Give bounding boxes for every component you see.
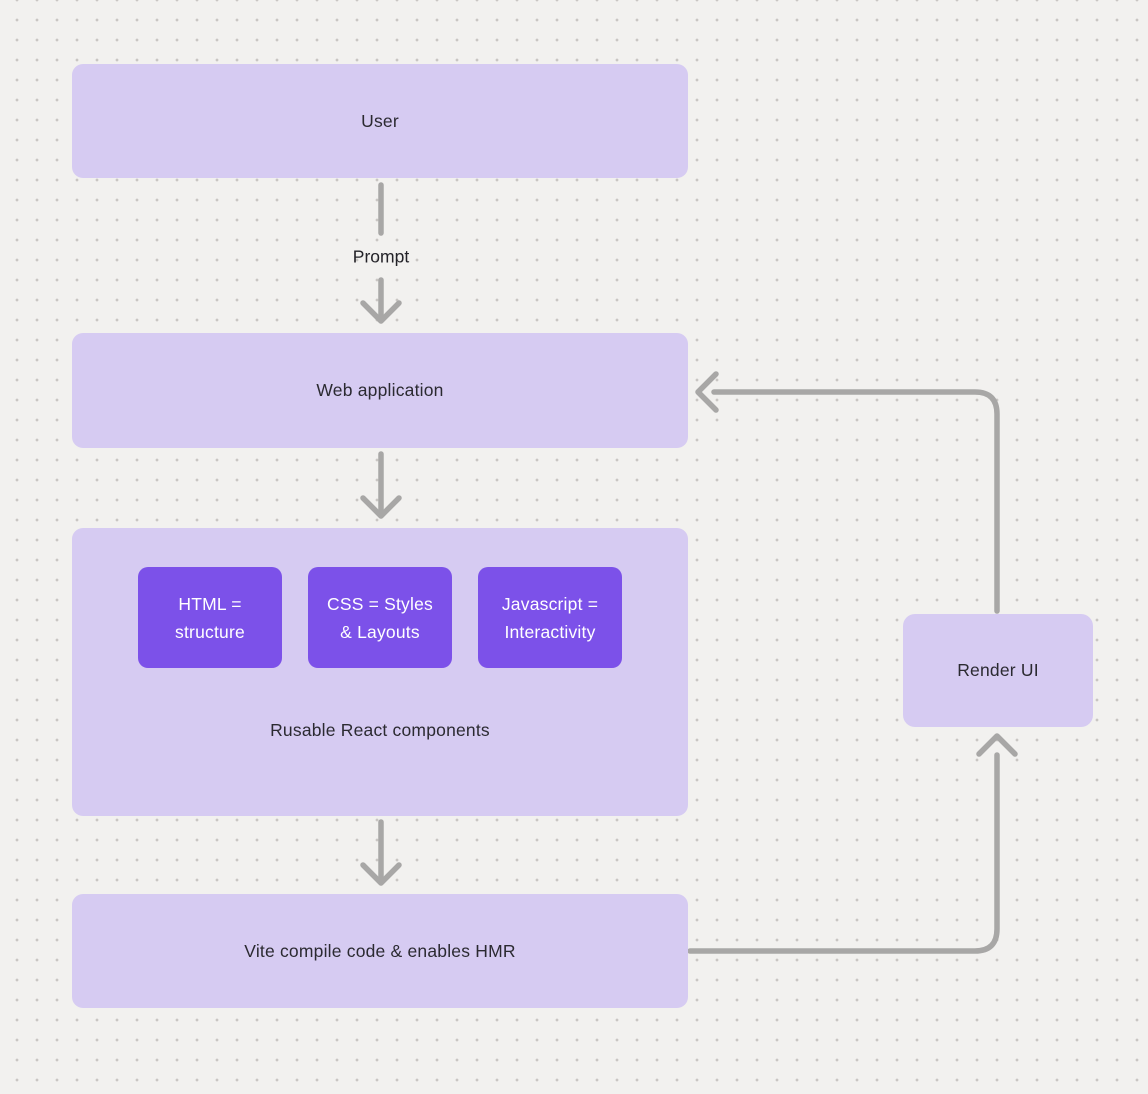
css-styles-node[interactable]: CSS = Styles & Layouts	[308, 567, 452, 668]
reusable-react-components-caption: Rusable React components	[270, 720, 490, 740]
arrow-renderui-to-webapp	[695, 371, 1000, 614]
render-ui-node-label: Render UI	[957, 660, 1039, 680]
arrow-vite-to-renderui	[687, 733, 1018, 954]
arrow-components-to-vite	[360, 819, 402, 886]
user-node[interactable]: User	[72, 64, 688, 178]
web-application-node[interactable]: Web application	[72, 333, 688, 448]
render-ui-node[interactable]: Render UI	[903, 614, 1093, 727]
prompt-edge-label: Prompt	[352, 246, 410, 267]
web-application-node-label: Web application	[316, 380, 444, 400]
user-node-label: User	[361, 110, 399, 131]
js-node-line2: Interactivity	[504, 621, 596, 642]
arrow-webapp-to-components	[360, 451, 402, 519]
html-node-line1: HTML =	[178, 593, 242, 614]
javascript-interactivity-node[interactable]: Javascript = Interactivity	[478, 567, 622, 668]
arrow-user-to-webapp	[360, 182, 402, 324]
html-structure-node[interactable]: HTML = structure	[138, 567, 282, 668]
vite-hmr-node[interactable]: Vite compile code & enables HMR	[72, 894, 688, 1008]
vite-node-label: Vite compile code & enables HMR	[244, 940, 516, 961]
css-node-line1: CSS = Styles	[327, 593, 433, 614]
components-group-node[interactable]: HTML = structure CSS = Styles & Layouts …	[72, 528, 688, 816]
css-node-line2: & Layouts	[340, 621, 420, 642]
js-node-line1: Javascript =	[501, 593, 599, 614]
html-node-line2: structure	[175, 621, 245, 642]
